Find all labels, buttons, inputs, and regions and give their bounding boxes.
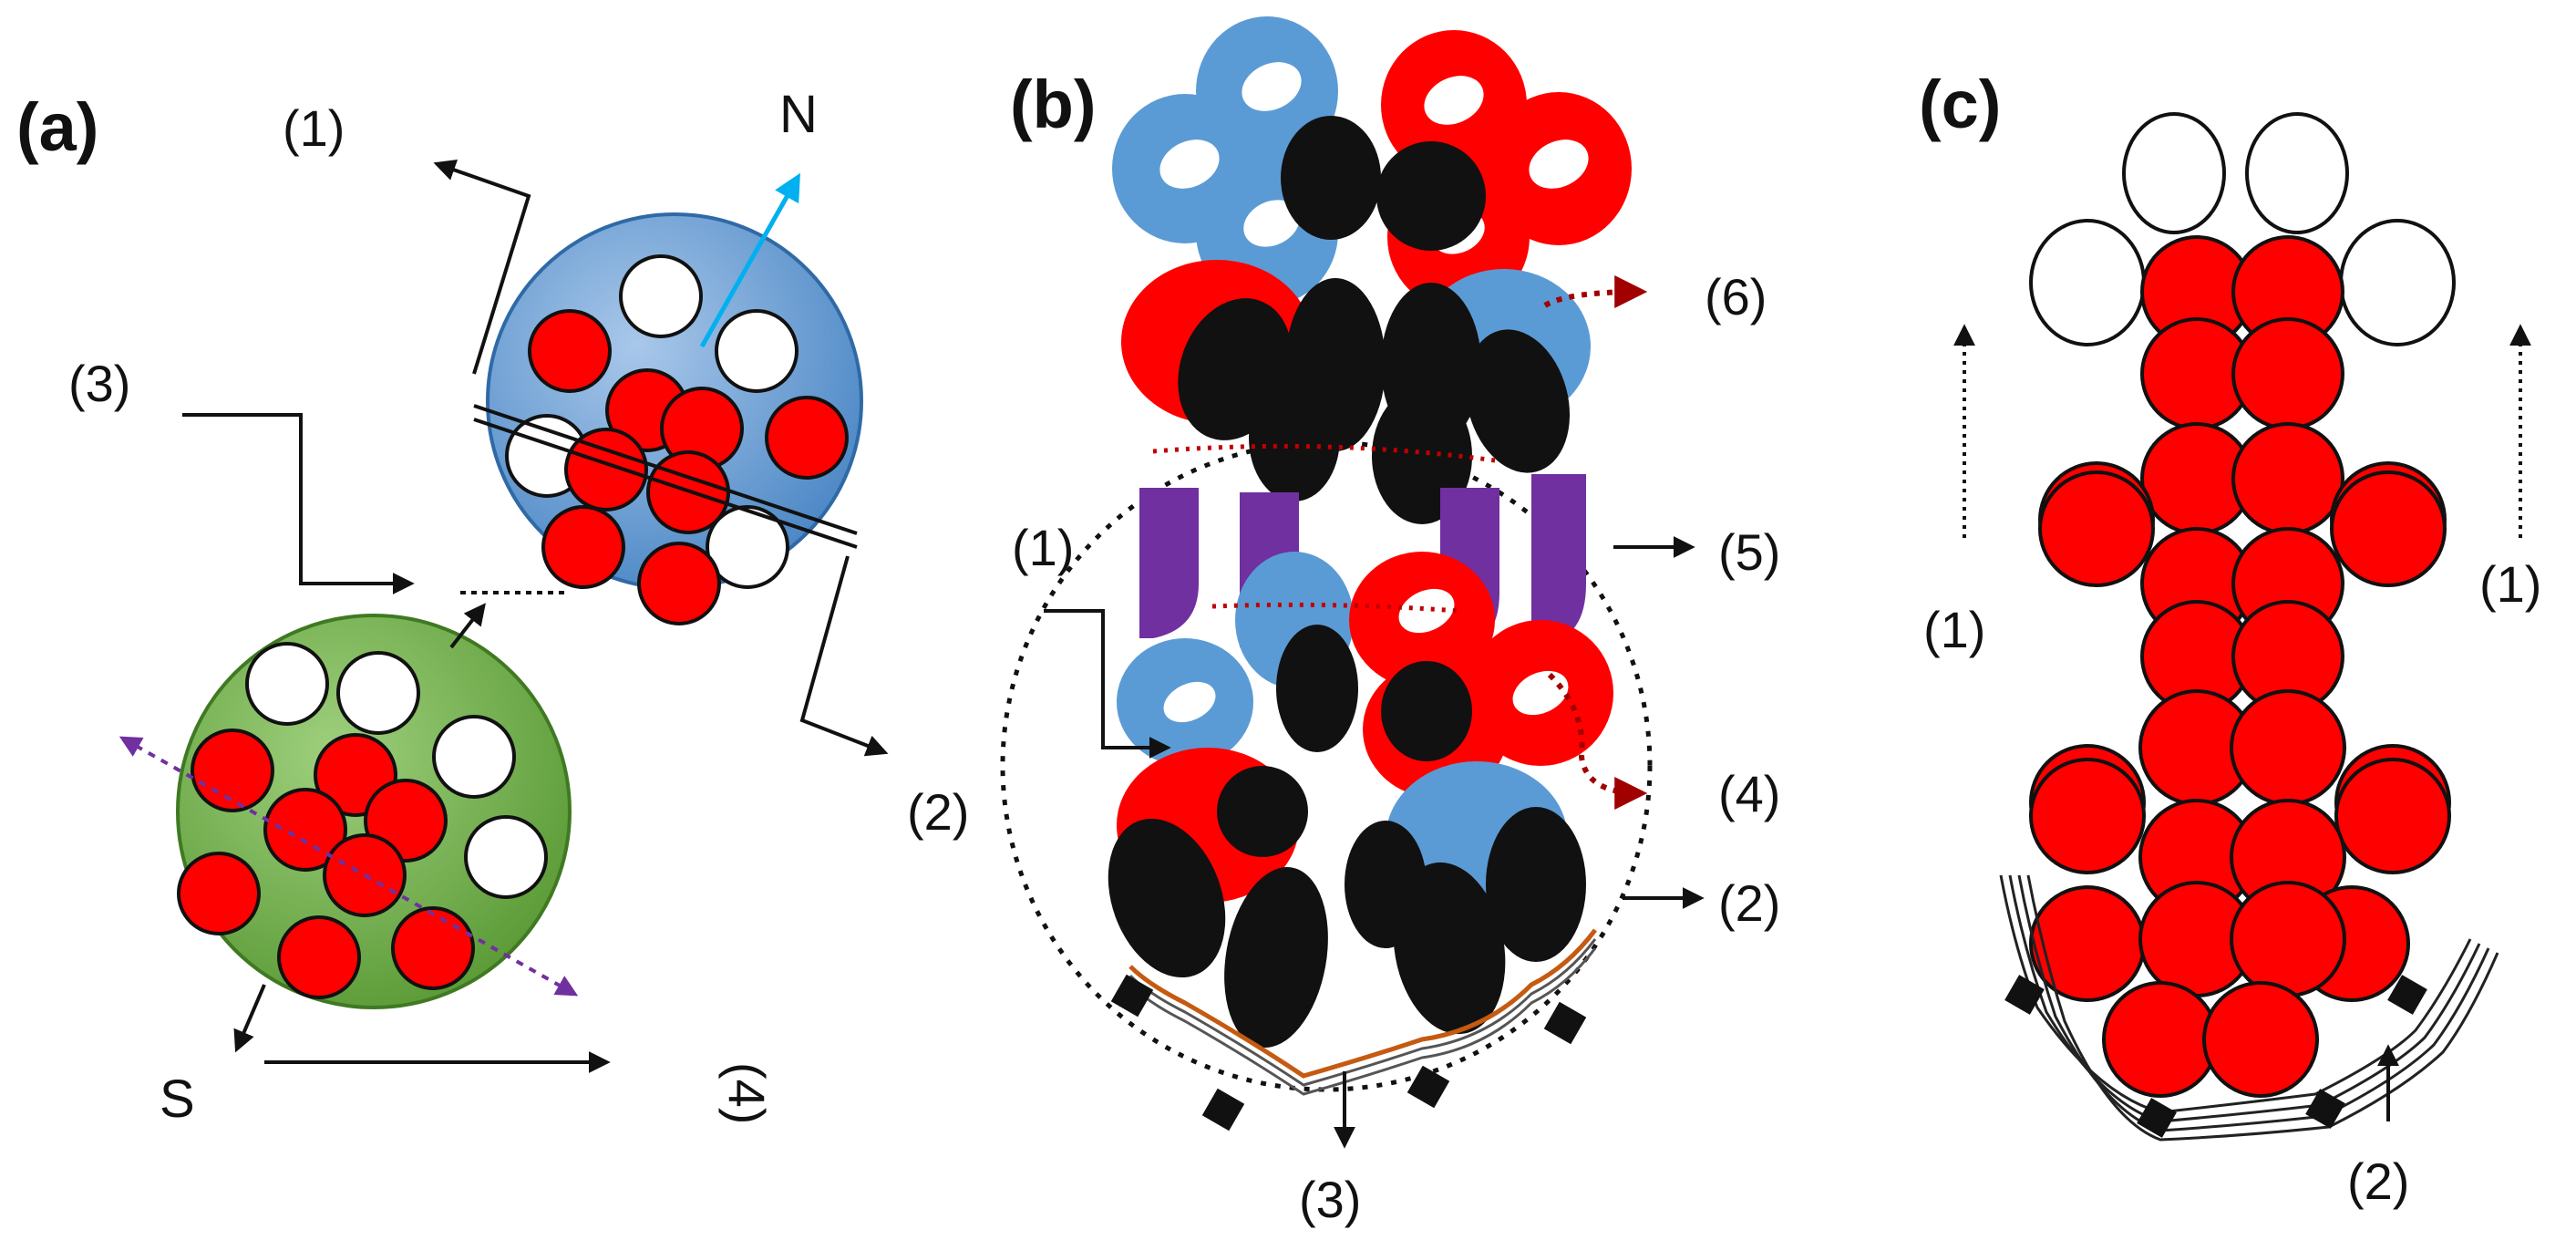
b-callout-1: (1) bbox=[1012, 519, 1074, 576]
a-callout-4: (4) bbox=[718, 1062, 776, 1124]
arrow-3 bbox=[182, 413, 415, 594]
b-callout-3: (3) bbox=[1299, 1171, 1361, 1228]
panel-b-label: (b) bbox=[1010, 67, 1097, 142]
a-callout-1: (1) bbox=[283, 99, 345, 157]
b-arrow-1 bbox=[1044, 609, 1171, 759]
lower-mid-subunits bbox=[1117, 552, 1613, 798]
c-callout-1-left: (1) bbox=[1923, 601, 1985, 658]
mid-subunits bbox=[1121, 260, 1591, 524]
b-callout-6: (6) bbox=[1705, 268, 1767, 326]
north-arrow bbox=[699, 172, 800, 348]
south-arrow bbox=[233, 984, 266, 1053]
panel-c: (c) bbox=[1919, 67, 2541, 1210]
pole-south: S bbox=[160, 1070, 195, 1129]
b-arrow-4 bbox=[1547, 672, 1648, 810]
arrow-1 bbox=[433, 160, 531, 375]
link-arrow bbox=[449, 603, 486, 649]
arrow-2 bbox=[799, 555, 889, 757]
b-callout-2: (2) bbox=[1718, 874, 1780, 932]
blue-disc bbox=[473, 212, 863, 625]
a-callout-3: (3) bbox=[68, 355, 130, 412]
panel-c-label: (c) bbox=[1919, 67, 2001, 142]
red-filament bbox=[2029, 235, 2451, 1098]
membrane-c bbox=[1999, 874, 2499, 1142]
c-callout-1-right: (1) bbox=[2479, 555, 2541, 613]
green-disc bbox=[118, 614, 579, 1009]
free-subunits bbox=[2029, 112, 2456, 346]
membrane bbox=[1110, 928, 1597, 1132]
panel-a: (a) bbox=[16, 85, 969, 1129]
a-callout-2: (2) bbox=[907, 783, 969, 841]
panel-b: (b) bbox=[1000, 16, 1780, 1228]
bottom-subunits bbox=[1108, 748, 1586, 1048]
assembly-outline bbox=[1000, 439, 1653, 1092]
b-callout-5: (5) bbox=[1718, 523, 1780, 581]
panel-a-label: (a) bbox=[16, 89, 98, 165]
c-callout-2: (2) bbox=[2347, 1152, 2409, 1210]
b-callout-4: (4) bbox=[1718, 765, 1780, 822]
pole-north: N bbox=[779, 85, 818, 144]
